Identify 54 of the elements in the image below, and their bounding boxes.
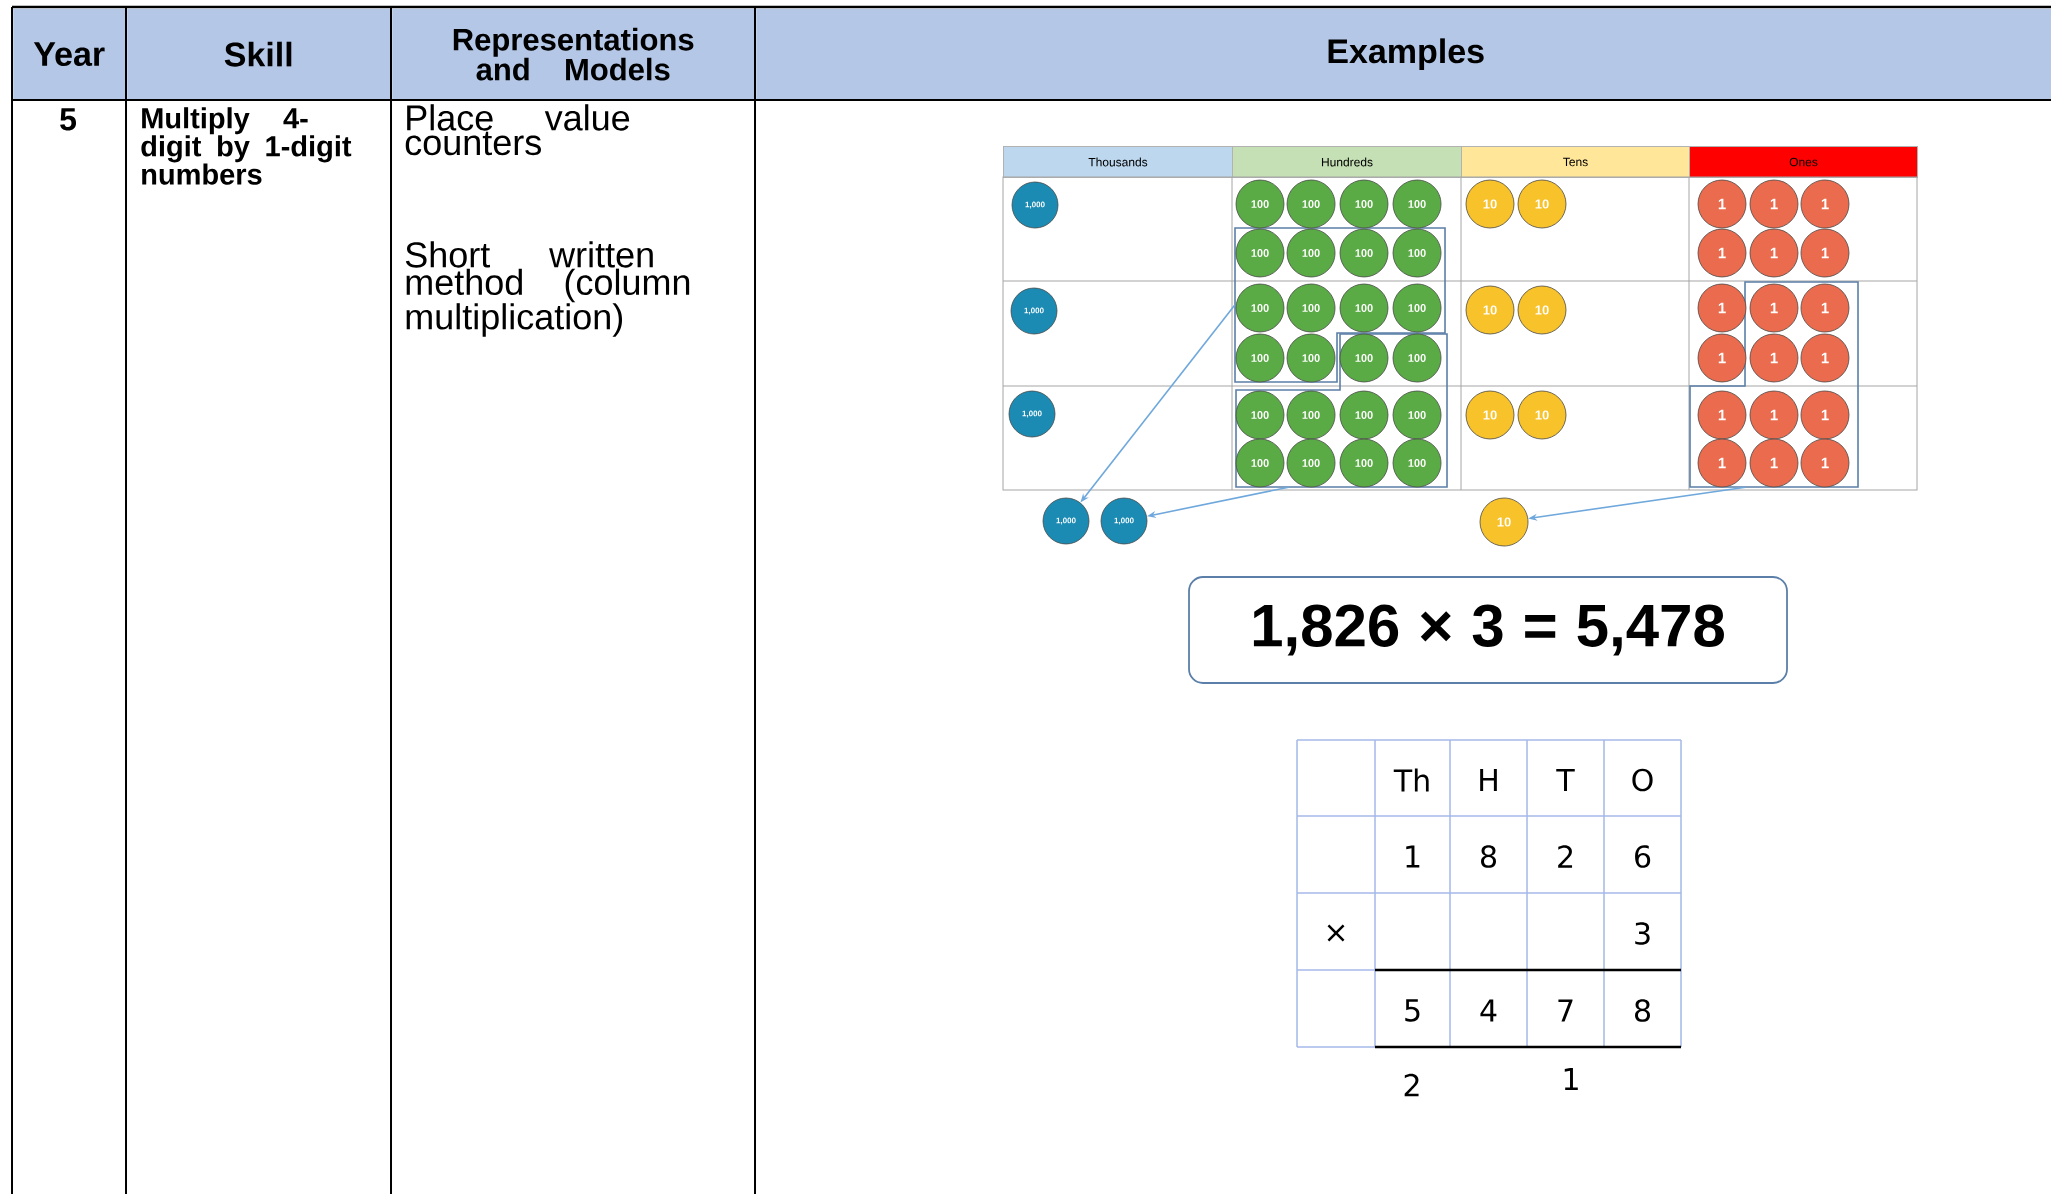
one-counter: 1 [1697,179,1747,229]
header-cell: Representations and Models [392,8,755,100]
thousand-counter: 1,000 [1042,497,1090,545]
group-outline [1689,281,1859,488]
model-text: Place value counters [405,104,630,156]
hundred-counter: 100 [1286,179,1336,229]
one-counter: 1 [1749,228,1799,278]
column-heading: Hundreds [1232,146,1462,178]
model-text: Short written method (column multiplication) [405,241,690,337]
group-outline [1235,333,1448,488]
one-counter: 1 [1697,333,1747,383]
hundred-counter: 100 [1339,179,1389,229]
thousand-counter: 1,000 [1011,181,1059,229]
column-heading: Tens [1461,146,1690,178]
ten-counter: 10 [1517,285,1567,335]
one-counter: 1 [1697,283,1747,333]
ten-counter: 10 [1465,179,1515,229]
hundred-counter: 100 [1392,179,1442,229]
ten-counter: 10 [1517,390,1567,440]
place-heading: T [1556,769,1575,791]
digit: 6 [1635,845,1651,868]
digit: 4 [1480,999,1497,1022]
one-counter: 1 [1800,179,1850,229]
ten-counter: 10 [1465,285,1515,335]
one-counter: 1 [1800,228,1850,278]
equation-box: 1,826 × 3 = 5,478 [1188,576,1788,684]
column-heading: Ones [1689,146,1918,178]
ten-counter: 10 [1479,497,1529,547]
group-outline [1234,227,1446,383]
digit: 5 [1405,999,1420,1022]
skill-text: Multiply 4-digit by 1-digit numbers [141,107,352,185]
ten-counter: 10 [1517,179,1567,229]
column-heading: Thousands [1003,146,1233,178]
one-counter: 1 [1749,179,1799,229]
ten-counter: 10 [1465,390,1515,440]
digit: 2 [1558,845,1573,868]
carry-digit: 1 [1564,1068,1578,1090]
place-heading: O [1632,768,1653,792]
hundred-counter: 100 [1235,179,1285,229]
thousand-counter: 1,000 [1100,497,1148,545]
header-cell: Year [13,8,126,100]
digit: 1 [1406,845,1420,868]
one-counter: 1 [1697,228,1747,278]
digit: 3 [1635,922,1650,945]
carry-digit: 2 [1404,1073,1419,1097]
thousand-counter: 1,000 [1010,287,1058,335]
thousand-counter: 1,000 [1008,390,1056,438]
digit: 8 [1635,999,1650,1022]
place-heading: Th [1393,768,1429,792]
place-heading: H [1480,769,1497,791]
year-number: 5 [60,108,76,131]
digit: 7 [1558,999,1573,1022]
multiply-sign: × [1327,924,1345,942]
digit: 8 [1481,845,1496,868]
